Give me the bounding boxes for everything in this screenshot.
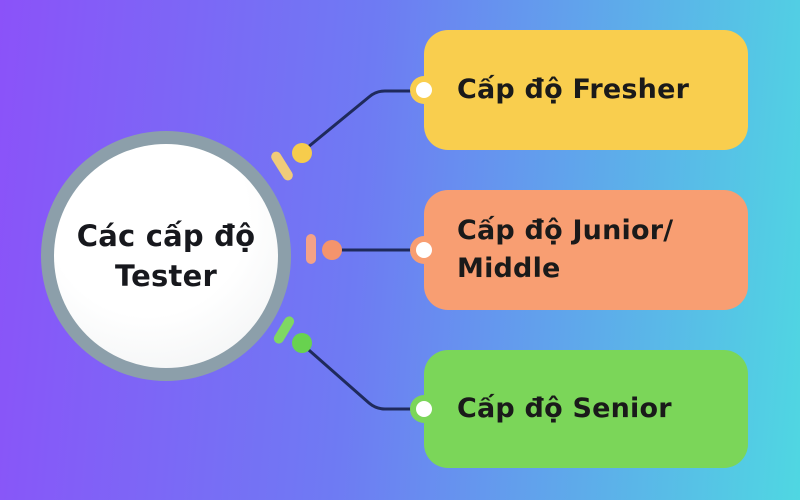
branch-dot-senior (292, 333, 312, 353)
branch-box-junior-middle: Cấp độ Junior/ Middle (410, 190, 748, 310)
connector-node-dot (416, 401, 432, 417)
branch-label-junior-middle: Cấp độ Junior/ Middle (457, 214, 674, 284)
branch-dot-junior-middle (322, 240, 342, 260)
branch-box-fresher: Cấp độ Fresher (410, 30, 748, 150)
branch-label-senior: Cấp độ Senior (457, 392, 672, 424)
tick-mark-fresher (271, 151, 293, 181)
tick-mark-senior (273, 316, 295, 344)
connector-node-dot (416, 242, 432, 258)
connector-node-dot (416, 82, 432, 98)
center-node: Các cấp độ Tester (41, 131, 291, 381)
connector-node-fresher (410, 76, 438, 104)
connector-node-junior-middle (410, 236, 438, 264)
center-node-title: Các cấp độ Tester (77, 216, 255, 296)
center-title-line1: Các cấp độ (76, 218, 256, 253)
branch-box-senior: Cấp độ Senior (410, 350, 748, 468)
branch-dot-fresher (292, 143, 312, 163)
tick-mark-junior-middle (306, 234, 316, 264)
connector-line-senior (300, 342, 425, 411)
center-title-line2: Tester (115, 259, 217, 293)
center-node-face: Các cấp độ Tester (54, 144, 278, 368)
branch-label-fresher: Cấp độ Fresher (457, 73, 690, 105)
connector-node-senior (410, 395, 438, 423)
connector-line-fresher (300, 89, 425, 154)
